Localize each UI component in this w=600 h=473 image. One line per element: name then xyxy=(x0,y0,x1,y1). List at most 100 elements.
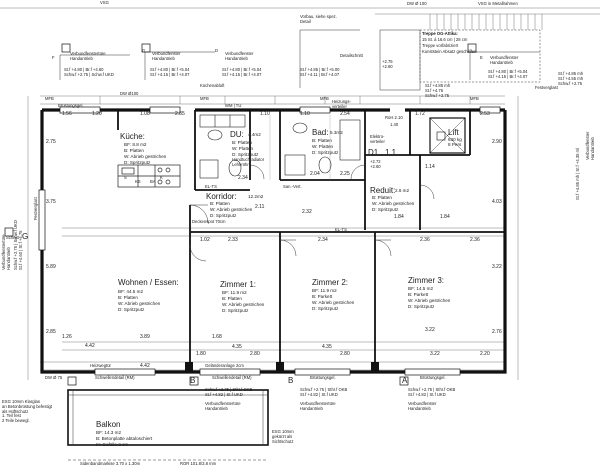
elektro-label: Elektro- verteiler xyxy=(370,134,385,144)
upper-mid-sturz: St.f +4.85 | Br.f +5.00 St.f +4.11 | Br.… xyxy=(300,67,340,77)
ror-note: ROR 101.8/3.8 mm xyxy=(180,461,217,466)
dim-mid-3: 2.36 xyxy=(420,237,430,243)
bruestung1: Brüstungsgel. xyxy=(58,103,84,108)
vsg-right-label: VSG in Metallrahmen xyxy=(478,1,518,6)
verbund-e-label: E xyxy=(480,55,483,60)
room-korridor-area: 12.2m2 xyxy=(248,194,264,199)
room-kueche-w: W: Abrieb gestrichen xyxy=(124,154,167,159)
room-lift-capacity: 630 kg xyxy=(448,137,462,142)
left-schnitt: Schnitt xyxy=(6,235,19,240)
room-zimmer3-bf: BF: 14.5 m2 xyxy=(408,286,434,291)
dim-bottom-5: 3.22 xyxy=(430,351,440,357)
bruestungsgel-c: Brüstungsgel. xyxy=(420,375,446,380)
dim-top-7: 1.72 xyxy=(415,111,425,117)
room-du-w: W: Platten xyxy=(232,146,254,151)
room-zimmer1-d: D: Spritzputz xyxy=(222,308,249,313)
s-label: S xyxy=(124,175,127,180)
dim-misc-5: 1.84 xyxy=(440,214,450,220)
dim-misc-3: 2.11 xyxy=(255,204,265,210)
dim-top-6: 2.54 xyxy=(340,111,350,117)
mfb1: MFB xyxy=(45,96,54,101)
gelanderanlage-label: Geländeranlage 2cm xyxy=(205,363,244,368)
right-vertical-2: St.f +4.85 mh | St.f +4.35 ml xyxy=(575,147,580,200)
room-d1-name: D1 xyxy=(368,148,379,157)
left-sturz: St.f +4.80 | Br.f +4.60 Schw.f +2.75 | S… xyxy=(64,67,114,77)
bruestungsgel-b: Brüstungsgel. xyxy=(310,375,336,380)
dw-bottom: DW Ø 75 xyxy=(45,375,63,380)
sanitary-fixtures xyxy=(199,119,361,179)
room-kueche-d: D: Spritzputz xyxy=(124,160,151,165)
dim-lower-5: 3.22 xyxy=(425,327,435,333)
verbund-f-text: Verbundfenstertüre Handantrieb xyxy=(70,51,106,61)
dim-bottom-2: 1.80 xyxy=(196,351,206,357)
room-lift-name: Lift xyxy=(448,128,459,137)
dim-top-4: 1.10 xyxy=(260,111,270,117)
dim-lower-2: 1.68 xyxy=(212,334,222,340)
dim-bottom-3: 2.80 xyxy=(250,351,260,357)
dim-misc-7: 2.32 xyxy=(302,209,312,215)
room-wohnen-name: Wohnen / Essen: xyxy=(118,278,179,287)
kitchen-cabinets-top xyxy=(199,114,246,128)
room-balkon-extra: Im Gefälle 2 cm xyxy=(96,442,129,447)
san-vert: San.-Vert. xyxy=(283,184,302,189)
room-bad-b: B: Platten xyxy=(312,138,332,143)
room-zimmer3-d: D: Spritzputz xyxy=(408,304,435,309)
top-vsg-label: VSG xyxy=(100,0,109,5)
dw1: DW Ø100 xyxy=(120,91,139,96)
rollo-label: RoH 2.10 xyxy=(385,115,403,120)
dim-left-1: 3.75 xyxy=(46,199,56,205)
b-label-left: B xyxy=(190,376,196,385)
room-bad-area: 5.3m2 xyxy=(330,130,343,135)
room-kueche-name: Küche: xyxy=(120,132,145,141)
treppe-line3: Kunststein Absatz geschliffen xyxy=(422,49,477,54)
dim-mid-2: 2.34 xyxy=(318,237,328,243)
dim-top-1: 1.20 xyxy=(92,111,102,117)
rollo-b-label: 1.40 xyxy=(390,122,399,127)
lift-box xyxy=(429,117,466,154)
dim-misc-2: 2.25 xyxy=(340,171,350,177)
dim-left-0: 2.75 xyxy=(46,139,56,145)
room-reduit-name: Reduit: xyxy=(370,186,396,195)
room-korridor-b: B: Platten xyxy=(210,201,230,206)
room-balkon-name: Balkon xyxy=(96,420,121,429)
room-balkon-b: B: Betonplatte abtaloschiert xyxy=(96,436,153,441)
top-windows xyxy=(59,106,501,114)
room-reduit-w: W: Abrieb gestrichen xyxy=(372,201,415,206)
treppe-line2: Treppe vorfabriziert xyxy=(422,43,459,48)
left-window xyxy=(38,189,46,251)
room-du-name: DU: xyxy=(230,130,244,139)
schwellendetail-r-label: Schwellendetail (RM) xyxy=(212,375,252,380)
el-ts-2: EL-TS xyxy=(335,227,347,232)
k-label: K xyxy=(160,175,163,180)
left-vertical-2: Schw.f +2.75 | Schw.f UKD St.f +4.60 | S… xyxy=(13,220,23,270)
room-wohnen-d: D: Spritzputz xyxy=(118,307,145,312)
g-sturz: St.f +4.80 | Br.f +5.04 St.f +4.15 | Br.… xyxy=(150,67,190,77)
dim-lower-0: 1.26 xyxy=(62,334,72,340)
room-reduit-area: 2.6 m2 xyxy=(395,188,410,193)
d1-level: +2.72 +2.60 xyxy=(370,159,381,169)
dim-bottom-1: 4.42 xyxy=(140,363,150,369)
dim-right-3: 2.76 xyxy=(492,329,502,335)
b-label-mid: B xyxy=(288,376,294,385)
room-zimmer3-b: B: Parkett xyxy=(408,292,429,297)
room-korridor-d: D: Spritzputz xyxy=(210,213,237,218)
schwellendetail-label: Schwellendetail (RM) xyxy=(95,375,135,380)
right-vertical-1: Verbundfenster Handantrieb xyxy=(585,131,595,160)
vorbau-label: Vorbau, siehe spez. Detail xyxy=(300,14,337,24)
left-vertical-3: Festverglast xyxy=(33,197,38,220)
ks-label: KS xyxy=(135,179,141,184)
lift-top-sturz: St.f +4.85 mh St.f +4.76 Schw.f +2.75 xyxy=(425,83,451,98)
room-korridor-name: Korridor: xyxy=(206,192,237,201)
hatch xyxy=(269,115,331,180)
room-du-b: B: Platten xyxy=(232,140,252,145)
grid-markers xyxy=(4,43,477,386)
verbund-g-label: G xyxy=(142,48,146,53)
dim-mid-4: 2.36 xyxy=(470,237,480,243)
room-lift-persons: 8 Pers xyxy=(448,142,462,147)
esg-left-note: ESG 10mm Klarglas an Betonbrüstung befes… xyxy=(2,399,53,424)
heizwegtur-label: Heizwegtür xyxy=(90,363,111,368)
verbund-f-label: F xyxy=(52,55,55,60)
inner-walls xyxy=(117,110,505,372)
dim-misc-0: 2.34 xyxy=(238,175,248,181)
kitchen-counter xyxy=(117,164,181,188)
